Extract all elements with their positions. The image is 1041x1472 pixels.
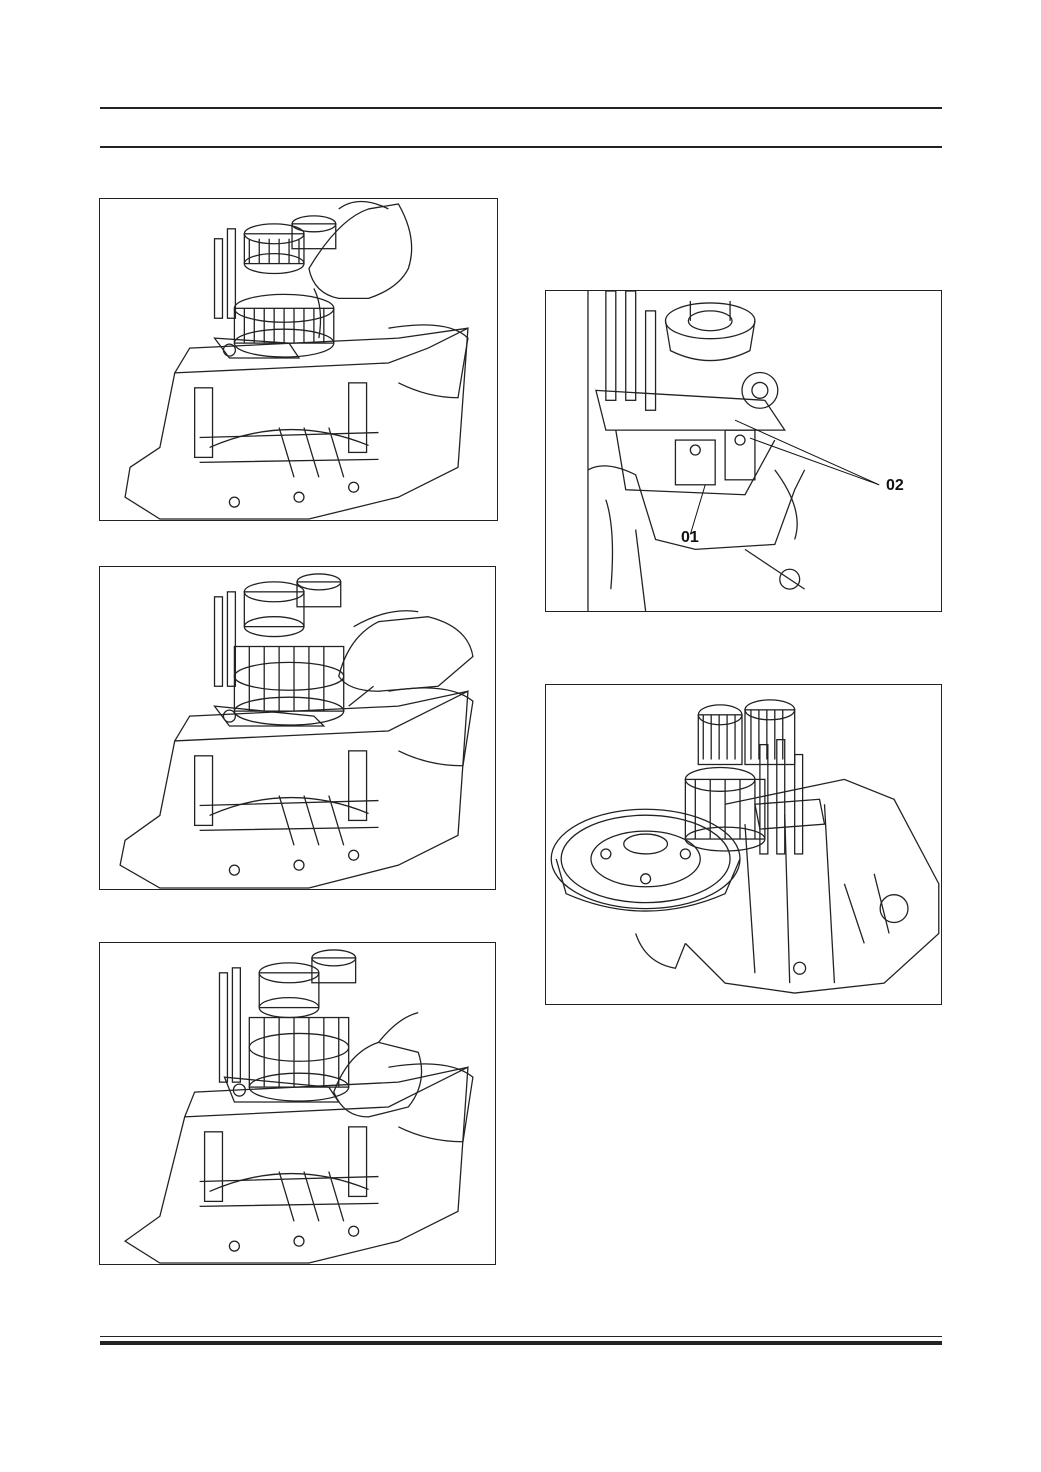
callout-02: 02 (886, 477, 904, 494)
header-rule-bottom (100, 146, 942, 148)
callout-01: 01 (681, 529, 699, 546)
transmission-assembly-illustration (550, 699, 940, 994)
footer-rule-thin (100, 1336, 942, 1337)
figure-3 (99, 942, 496, 1265)
figure-2 (99, 566, 496, 890)
shift-mechanism-illustration (587, 291, 880, 611)
figure-1 (99, 198, 498, 521)
figure-4: 01 02 (545, 290, 942, 612)
gearbox-hand-tool-illustration (119, 573, 474, 889)
header-rule-top (100, 107, 942, 109)
figure-5 (545, 684, 942, 1005)
footer-rule-thick (100, 1341, 942, 1345)
gearbox-hand-tool-illustration (123, 949, 474, 1264)
gearbox-hand-tool-illustration (124, 200, 469, 520)
